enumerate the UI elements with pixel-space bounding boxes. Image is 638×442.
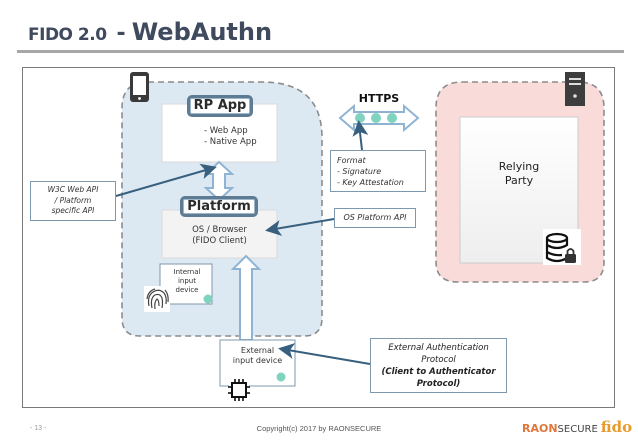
w3c-line: / Platform: [54, 195, 92, 205]
https-dot: [355, 113, 365, 123]
title-prefix: FIDO 2.0: [28, 25, 107, 45]
external-device-line: input device: [232, 356, 283, 365]
https-dot: [387, 113, 397, 123]
relying-party-label: Relying Party: [460, 160, 578, 188]
smartphone-icon: [130, 72, 149, 102]
server-icon: [565, 72, 585, 106]
external-device-dot: [276, 372, 286, 382]
internal-device-line: Internal: [173, 268, 201, 276]
w3c-api-callout: W3C Web API / Platform specific API: [30, 181, 116, 221]
format-connector: [352, 120, 369, 151]
internal-device-dot: [203, 294, 213, 304]
diagram-frame: [22, 67, 615, 408]
format-callout: Format - Signature - Key Attestation: [330, 150, 426, 192]
relying-party-line: Party: [504, 174, 534, 187]
relying-party-line: Relying: [498, 160, 540, 173]
title-separator: -: [116, 21, 126, 46]
logo-secure: SECURE: [557, 424, 598, 435]
ext-protocol-line: (Client to Authenticator: [381, 367, 496, 377]
chip-icon: [228, 376, 250, 404]
format-line: Format: [337, 156, 366, 165]
title-main: WebAuthn: [131, 18, 273, 46]
w3c-line: W3C Web API: [47, 185, 99, 194]
rp-app-items: - Web App - Native App: [162, 126, 277, 148]
logo-fido: fido: [600, 418, 633, 436]
external-device-label: External input device: [220, 346, 295, 366]
fingerprint-icon: [144, 286, 170, 312]
copyright: Copyright(c) 2017 by RAONSECURE: [256, 424, 382, 433]
ext-protocol-connector: [278, 343, 371, 365]
os-platform-api-callout: OS Platform API: [334, 208, 416, 228]
ext-protocol-line: Protocol): [416, 379, 461, 389]
slide-title: FIDO 2.0-WebAuthn: [28, 18, 272, 46]
platform-label: Platform: [180, 196, 258, 217]
platform-line-client: (FIDO Client): [192, 236, 247, 246]
ext-protocol-line: External Authentication: [388, 343, 489, 353]
ext-protocol-line: Protocol: [421, 355, 456, 365]
format-line: - Signature: [337, 167, 382, 176]
logo-raon: RAON: [522, 422, 558, 435]
https-label: HTTPS: [358, 92, 400, 105]
internal-device-line: device: [175, 286, 199, 294]
external-device-line: External: [240, 346, 275, 355]
w3c-line: specific API: [51, 206, 95, 215]
platform-line-os: OS / Browser: [192, 225, 247, 235]
title-rule: [17, 50, 624, 53]
https-dot: [371, 113, 381, 123]
internal-device-label: Internal input device: [162, 268, 212, 295]
platform-box: [161, 209, 278, 259]
format-line: - Key Attestation: [337, 178, 404, 187]
external-auth-protocol-callout: External Authentication Protocol (Client…: [370, 338, 507, 393]
os-api-connector: [265, 218, 335, 236]
database-lock-icon: [543, 229, 581, 265]
platform-description: OS / Browser (FIDO Client): [162, 225, 277, 247]
rp-app-label: RP App: [187, 95, 253, 117]
rp-app-item-web: - Web App: [204, 126, 248, 136]
internal-device-line: input: [177, 277, 196, 285]
page-number: - 13 -: [30, 425, 47, 432]
rp-app-item-native: - Native App: [204, 137, 257, 147]
w3c-connector: [115, 163, 217, 197]
